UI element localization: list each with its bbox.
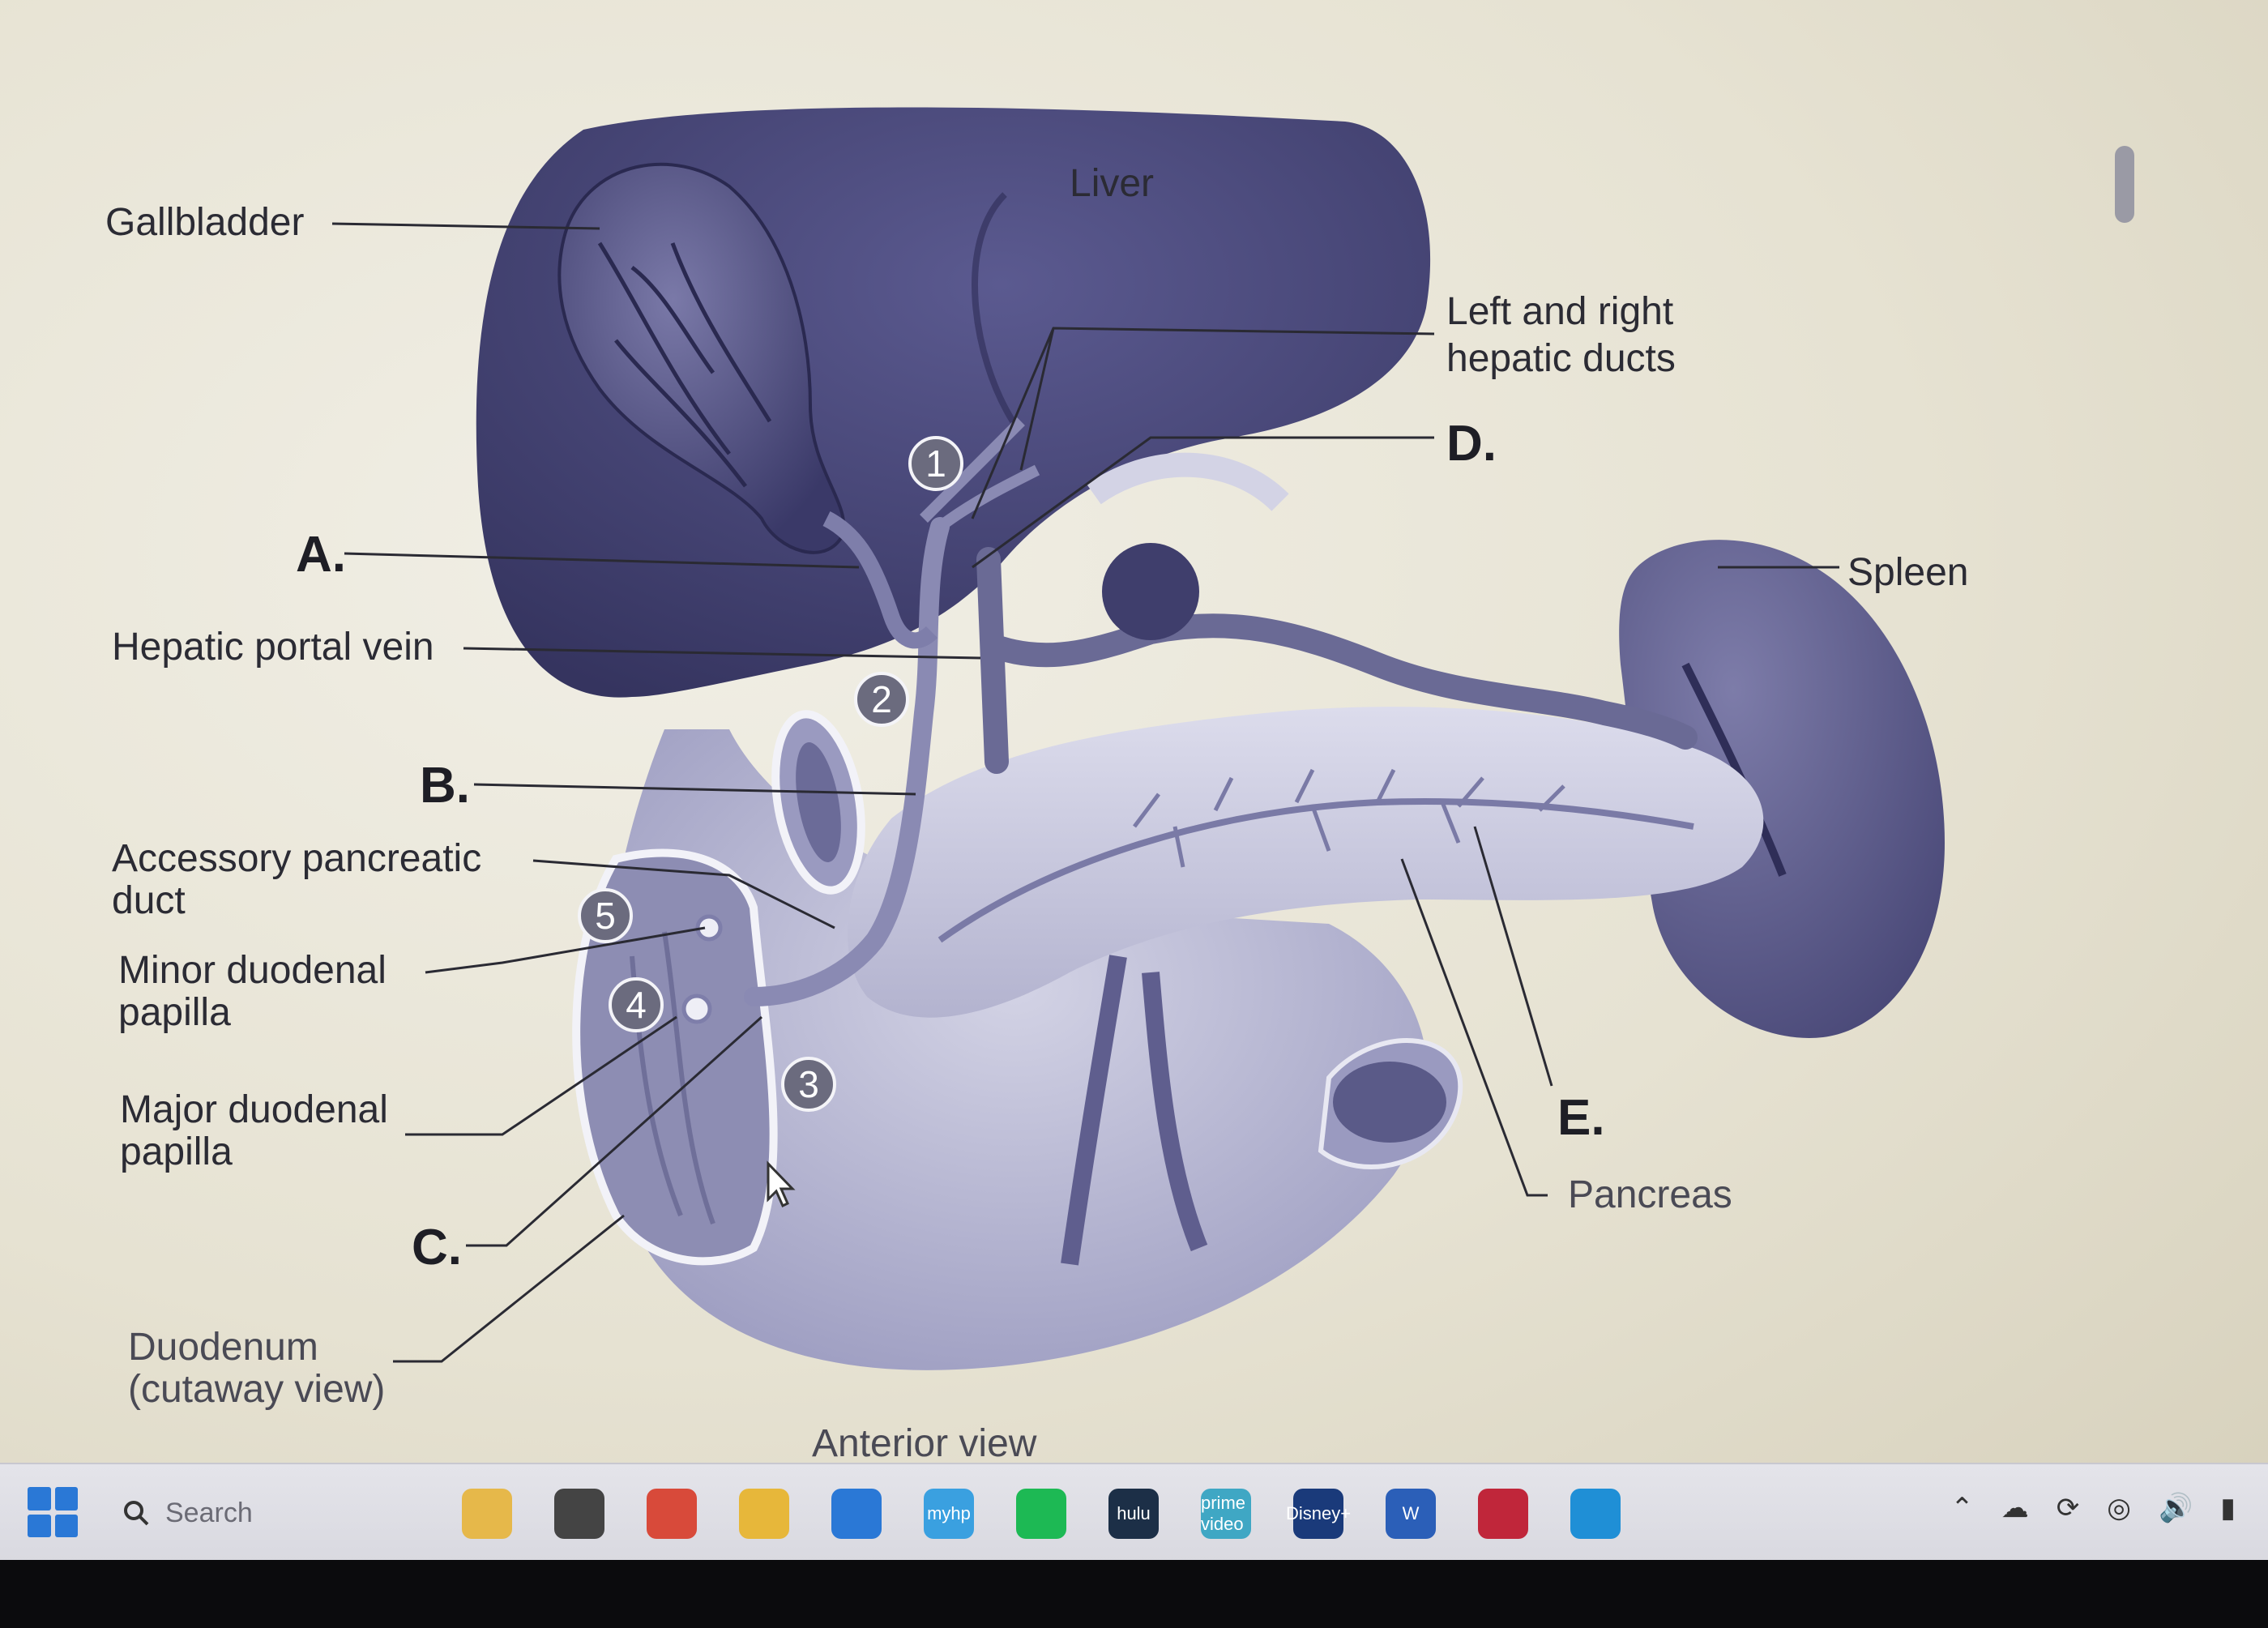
chevron-up-icon[interactable]: ⌃	[1950, 1493, 1974, 1523]
taskbar-spotify-icon[interactable]	[1016, 1489, 1066, 1539]
search-placeholder: Search	[165, 1497, 253, 1528]
label-duodenum-1: Duodenum	[128, 1326, 318, 1369]
duodenum-cutaway	[572, 848, 778, 1266]
pancreas-shape	[848, 707, 1764, 1018]
label-minor-1: Minor duodenal	[118, 949, 387, 992]
label-major-1: Major duodenal	[120, 1088, 388, 1131]
cystic-duct	[822, 511, 938, 649]
label-gallbladder: Gallbladder	[105, 201, 305, 244]
taskbar-myhp-icon[interactable]: myhp	[924, 1489, 974, 1539]
label-minor-2: papilla	[118, 991, 231, 1034]
anatomy-figure: 1 2 3 4 5 Liver Gallbladder Left and rig…	[105, 107, 1968, 1465]
wifi-icon[interactable]: ◎	[2107, 1493, 2131, 1523]
monitor-bezel	[0, 1560, 2268, 1628]
screen: 1 2 3 4 5 Liver Gallbladder Left and rig…	[0, 0, 2268, 1580]
start-button[interactable]	[28, 1487, 78, 1537]
label-e: E.	[1557, 1090, 1605, 1146]
leader-lines	[331, 222, 1839, 1363]
label-hepatic-portal-vein: Hepatic portal vein	[112, 626, 434, 669]
taskbar: Search myhp hulu prime video Disney+ W ⌃ ☁ ⟳…	[0, 1463, 2268, 1562]
taskbar-prime-video-icon[interactable]: prime video	[1201, 1489, 1251, 1539]
label-accessory-2: duct	[112, 879, 186, 922]
label-c: C.	[412, 1220, 462, 1275]
label-a: A.	[296, 527, 346, 583]
search-icon	[124, 1501, 149, 1526]
taskbar-file-explorer-icon[interactable]	[739, 1489, 789, 1539]
onedrive-icon[interactable]: ☁	[2001, 1493, 2029, 1523]
marker-3: 3	[781, 1057, 836, 1112]
label-hepatic-ducts-2: hepatic ducts	[1446, 337, 1676, 380]
label-pancreas: Pancreas	[1568, 1173, 1732, 1216]
system-tray: ⌃ ☁ ⟳ ◎ 🔊 ▮	[1950, 1492, 2236, 1524]
battery-icon[interactable]: ▮	[2220, 1493, 2236, 1523]
label-spleen: Spleen	[1847, 551, 1968, 594]
taskbar-widgets-icon[interactable]	[462, 1489, 512, 1539]
taskbar-app-red-icon[interactable]	[1478, 1489, 1528, 1539]
taskbar-task-view-icon[interactable]	[554, 1489, 604, 1539]
svg-text:5: 5	[595, 895, 616, 937]
label-b: B.	[420, 758, 470, 814]
label-anterior-view: Anterior view	[812, 1422, 1037, 1465]
spleen-shape	[1619, 540, 1945, 1038]
duodenum-shape	[602, 729, 1428, 1370]
marker-1: 1	[908, 436, 963, 491]
label-accessory-1: Accessory pancreatic	[112, 837, 481, 880]
svg-text:2: 2	[871, 678, 892, 720]
mouse-cursor-icon	[767, 1160, 796, 1208]
volume-icon[interactable]: 🔊	[2158, 1493, 2193, 1523]
taskbar-hulu-icon[interactable]: hulu	[1108, 1489, 1159, 1539]
svg-text:1: 1	[925, 442, 946, 485]
taskbar-store-icon[interactable]	[831, 1489, 882, 1539]
sync-icon[interactable]: ⟳	[2056, 1493, 2080, 1523]
scrollbar-thumb[interactable]	[2115, 146, 2134, 223]
taskbar-disney-plus-icon[interactable]: Disney+	[1286, 1489, 1351, 1539]
marker-4: 4	[609, 977, 664, 1032]
hepatic-portal-vein	[976, 547, 1698, 774]
taskbar-search[interactable]: Search	[122, 1487, 413, 1539]
svg-text:3: 3	[798, 1063, 819, 1105]
marker-2: 2	[854, 672, 909, 727]
marker-5: 5	[578, 888, 633, 943]
label-hepatic-ducts-1: Left and right	[1446, 290, 1673, 333]
taskbar-word-icon[interactable]: W	[1386, 1489, 1436, 1539]
label-duodenum-2: (cutaway view)	[128, 1368, 385, 1411]
common-bile-duct	[744, 517, 950, 1006]
svg-text:4: 4	[626, 984, 647, 1026]
label-liver: Liver	[1070, 162, 1154, 205]
label-major-2: papilla	[120, 1130, 233, 1173]
taskbar-chrome-icon[interactable]	[647, 1489, 697, 1539]
taskbar-edge-icon[interactable]	[1570, 1489, 1621, 1539]
label-d: D.	[1446, 416, 1497, 472]
